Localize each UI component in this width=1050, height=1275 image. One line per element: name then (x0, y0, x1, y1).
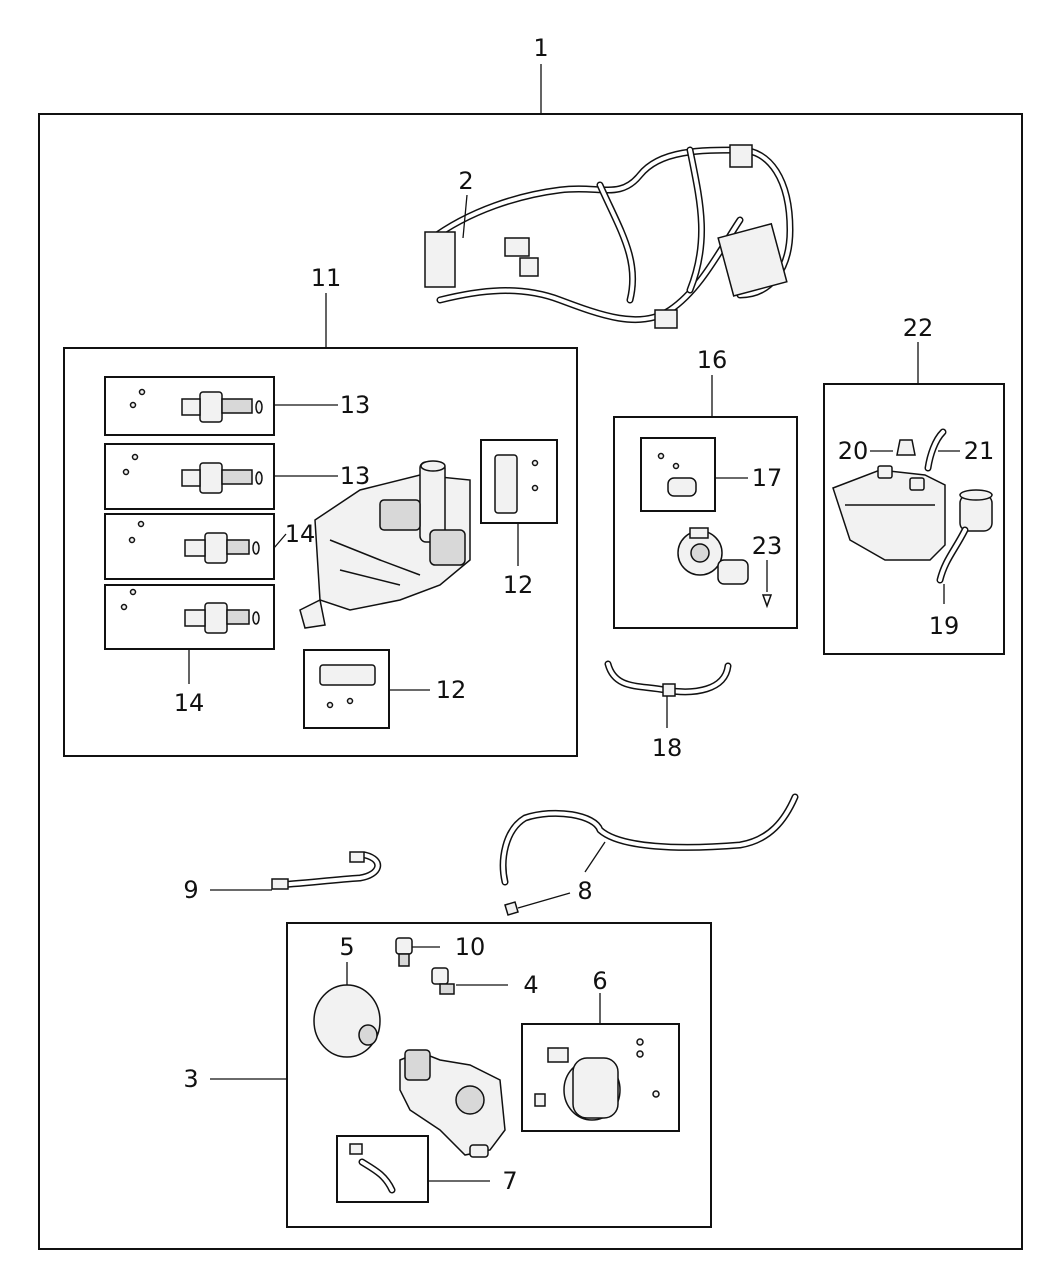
wiring-harness (424, 144, 794, 329)
line-18 (604, 660, 732, 697)
hose-21 (924, 428, 947, 472)
fitting-23 (761, 594, 773, 609)
callout-10: 10 (455, 933, 486, 961)
callout-13a: 13 (340, 391, 371, 419)
callout-4: 4 (523, 971, 538, 999)
sensor-box-17 (640, 437, 716, 512)
callout-11: 11 (311, 264, 342, 292)
subassembly-11-frame (63, 347, 578, 757)
callout-19: 19 (929, 612, 960, 640)
callout-13b: 13 (340, 462, 371, 490)
motor-box-6 (521, 1023, 680, 1132)
callout-9: 9 (183, 876, 198, 904)
assembly-22-frame (823, 383, 1005, 655)
bracket-box-12a (480, 439, 558, 524)
hose-8 (499, 793, 799, 916)
pump-16 (677, 527, 749, 585)
reservoir-19 (936, 489, 993, 584)
accumulator-5 (313, 984, 381, 1058)
callout-20: 20 (838, 437, 869, 465)
callout-12b: 12 (436, 676, 467, 704)
callout-14a: 14 (285, 520, 316, 548)
callout-6: 6 (592, 967, 607, 995)
callout-8: 8 (577, 877, 592, 905)
callout-1: 1 (533, 34, 548, 62)
callout-16: 16 (697, 346, 728, 374)
callout-7: 7 (502, 1167, 517, 1195)
callout-5: 5 (339, 933, 354, 961)
assembly-16-frame (613, 416, 798, 629)
assembly-frame (38, 113, 1023, 1250)
solenoid-box-13a (104, 376, 275, 436)
hose-box-7 (336, 1135, 429, 1203)
assembly-3-frame (286, 922, 712, 1228)
reservoir-22 (832, 465, 946, 561)
callout-23: 23 (752, 532, 783, 560)
sensor-line-9 (271, 851, 381, 890)
fitting-10 (395, 937, 413, 967)
fitting-4 (431, 967, 455, 995)
callout-3: 3 (183, 1065, 198, 1093)
pump-body-3 (399, 1049, 506, 1158)
callout-14b: 14 (174, 689, 205, 717)
solenoid-box-13b (104, 443, 275, 510)
solenoid-box-14b (104, 584, 275, 650)
callout-2: 2 (458, 167, 473, 195)
callout-18: 18 (652, 734, 683, 762)
callout-22: 22 (903, 314, 934, 342)
cap-20 (896, 439, 916, 456)
callout-21: 21 (964, 437, 995, 465)
callout-17: 17 (752, 464, 783, 492)
bracket-box-12b (303, 649, 390, 729)
solenoid-box-14a (104, 513, 275, 580)
callout-12a: 12 (503, 571, 534, 599)
hydraulic-control-unit (299, 460, 471, 629)
